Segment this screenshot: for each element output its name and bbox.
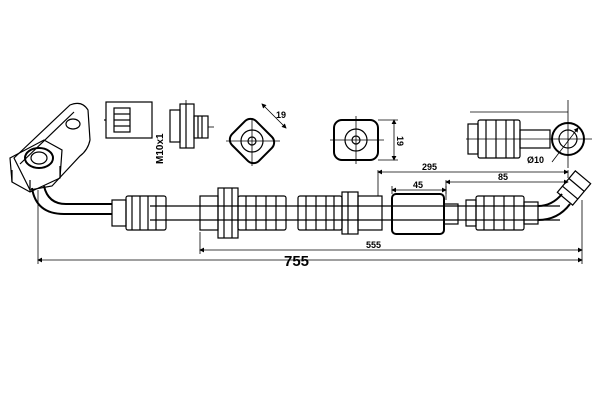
dimension-295: 295 [377, 162, 569, 196]
hex-face-detail-1: 19 [226, 103, 287, 166]
hex-across-label-2: 19 [395, 136, 405, 146]
dimension-45: 45 [391, 180, 447, 194]
crimp-ferrule-1 [111, 195, 167, 231]
dim-755-label: 755 [284, 253, 309, 270]
thread-detail: M10x1 [104, 100, 214, 164]
right-end-fitting [537, 170, 592, 221]
hex-face-detail-2: 19 [330, 116, 405, 164]
eye-diameter-label: Ø10 [527, 155, 544, 165]
thread-label: M10x1 [155, 133, 166, 164]
dimension-755: 755 [37, 190, 583, 270]
left-bracket-fitting [9, 102, 112, 215]
dim-45-label: 45 [413, 180, 423, 190]
crimp-ferrule-2 [199, 187, 287, 239]
crimp-ferrule-4 [465, 195, 539, 231]
crimp-ferrule-3 [297, 191, 383, 235]
dim-295-label: 295 [422, 162, 437, 172]
dimension-555: 555 [199, 200, 583, 254]
hex-across-label-1: 19 [276, 110, 286, 120]
hose-body [150, 205, 560, 221]
hose-sleeve [391, 193, 459, 235]
banjo-eye-detail: Ø10 [466, 100, 592, 168]
dim-555-label: 555 [366, 240, 381, 250]
dim-85-label: 85 [498, 172, 508, 182]
